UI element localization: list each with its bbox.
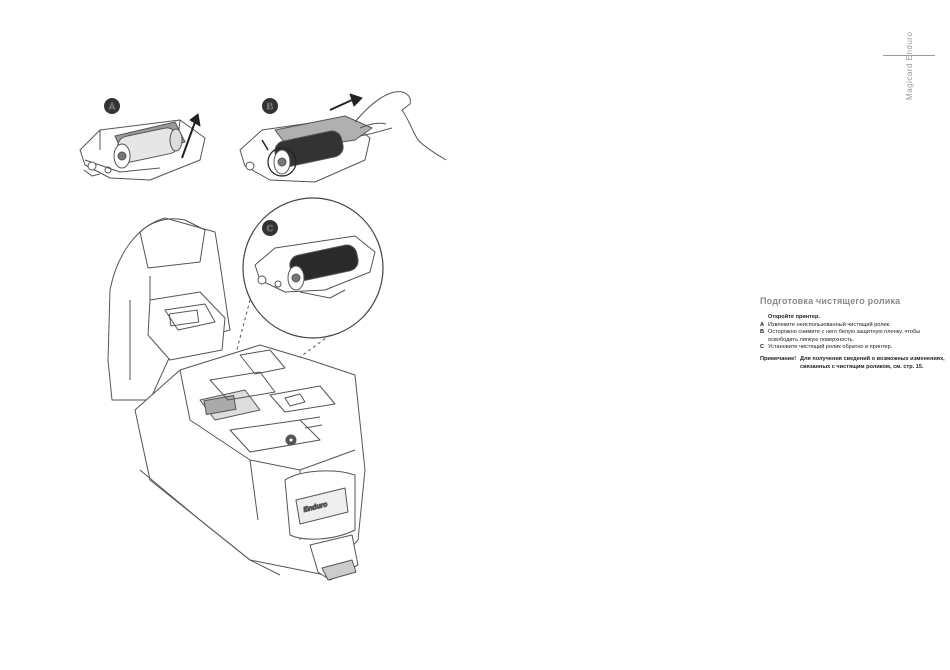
step-text: Установите чистящий ролик обратно в прин… — [768, 344, 893, 351]
step-text: Откройте принтер. — [768, 314, 821, 320]
printer-body: Enduro — [107, 217, 366, 581]
step-a: A Извлеките неиспользованный чистящий ро… — [760, 322, 945, 330]
note-label: Примечание! — [760, 355, 797, 362]
panel-a-roller-removal: A — [79, 98, 206, 181]
side-product-label: Magicard Enduro — [905, 31, 914, 100]
note: Примечание! Для получения сведений о воз… — [760, 356, 945, 371]
header-rule — [883, 55, 935, 56]
step-letter: A — [760, 321, 765, 328]
step-c: C Установите чистящий ролик обратно в пр… — [760, 344, 945, 352]
step-b: B Осторожно снимите с него белую защитну… — [760, 329, 945, 344]
step-letter: B — [760, 329, 765, 336]
panel-b-peel-film: B — [239, 91, 447, 183]
step-open-printer: Откройте принтер. — [760, 314, 945, 322]
badge-c-circle — [262, 220, 278, 236]
badge-c-label: C — [267, 224, 274, 234]
section-title: Подготовка чистящего ролика — [760, 296, 901, 306]
step-letter: C — [760, 344, 765, 351]
badge-a-circle — [104, 98, 120, 114]
note-text: Для получения сведений о возможных измен… — [800, 355, 945, 370]
badge-b-circle — [262, 98, 278, 114]
badge-b-label: B — [267, 102, 274, 112]
badge-a-label: A — [109, 102, 116, 112]
panel-c-reinstall-roller: C — [224, 197, 384, 406]
instructions-block: Подготовка чистящего ролика Откройте при… — [760, 296, 945, 371]
step-letter — [760, 314, 768, 322]
step-text: Осторожно снимите с него белую защитную … — [768, 329, 921, 343]
step-text: Извлеките неиспользованный чистящий роли… — [768, 321, 891, 328]
